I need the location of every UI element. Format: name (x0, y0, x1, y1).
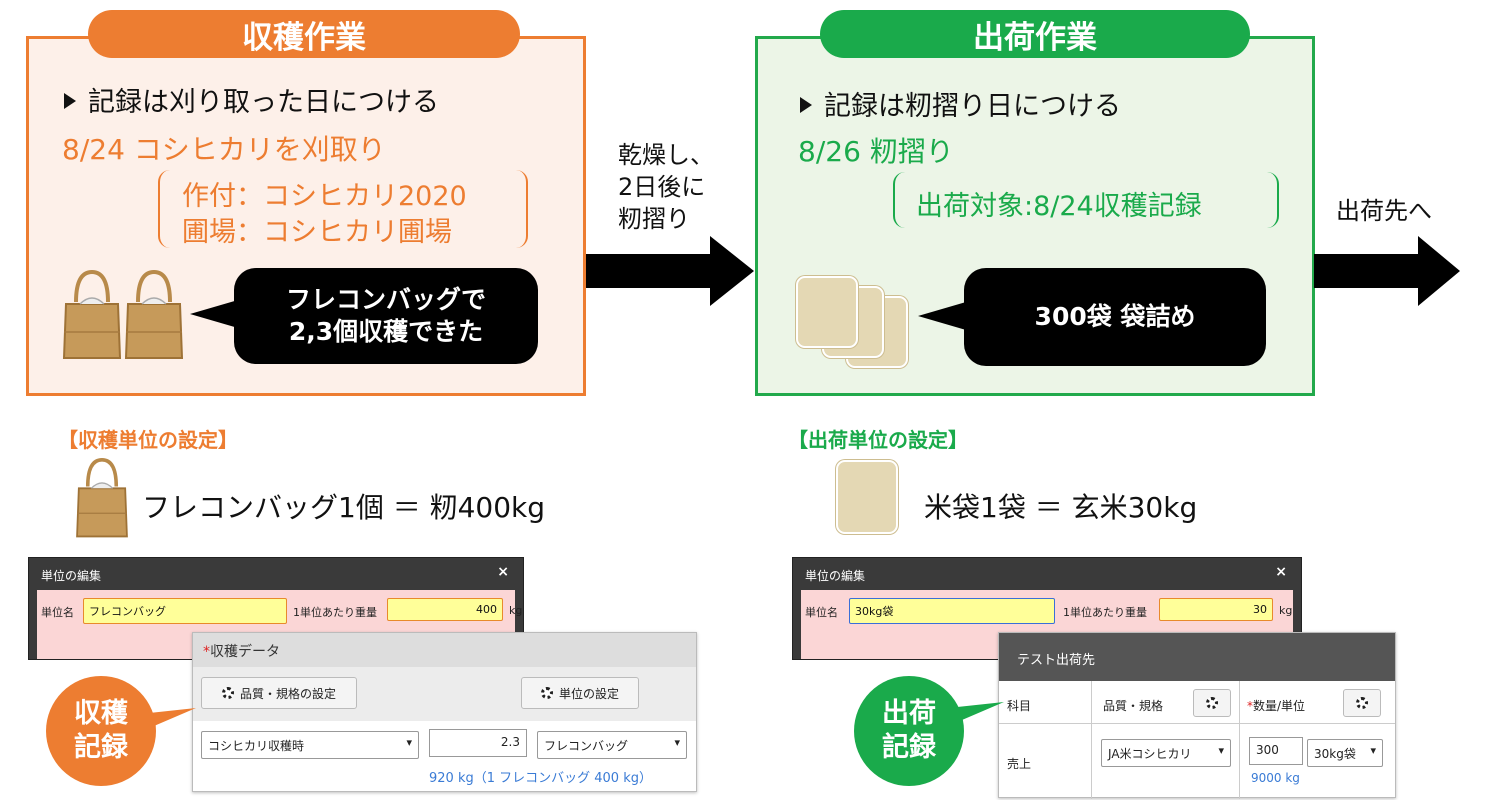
ship-destination: 出荷先へ (1336, 197, 1432, 225)
process-note-line-1: 乾燥し、 (618, 141, 714, 169)
ship-detail-target: 出荷対象:8/24収穫記録 (916, 191, 1202, 222)
ship-unit-section-title: 【出荷単位の設定】 (788, 428, 968, 452)
chevron-down-icon: ▾ (1218, 744, 1224, 757)
badge-line-2: 記録 (882, 732, 936, 763)
unit-weight-unit: kg (1279, 604, 1293, 617)
ship-bullet-text: 記録は籾摺り日につける (824, 91, 1121, 122)
ship-detail-bracket (893, 172, 1279, 228)
close-icon[interactable]: × (1275, 564, 1287, 580)
harvest-record-card: *収穫データ 品質・規格の設定 単位の設定 コシヒカリ収穫時 ▾ 2.3 フレコン… (192, 632, 697, 792)
harvest-speech-line-2: 2,3個収穫できた (288, 317, 484, 346)
quality-settings-button[interactable]: 品質・規格の設定 (201, 677, 357, 709)
column-quantity: *数量/単位 (1247, 697, 1305, 714)
ship-bullet: 記録は籾摺り日につける (800, 84, 1121, 123)
flexible-bag-icon (76, 458, 128, 538)
gear-icon (1356, 697, 1368, 709)
badge-line-1: 収穫 (74, 698, 128, 730)
ship-speech-bubble: 300袋 袋詰め (964, 268, 1266, 366)
ship-weight-note: 9000 kg (1251, 771, 1300, 785)
row-divider (999, 723, 1395, 724)
rice-bag-icon (836, 460, 898, 534)
crop-select-value: コシヒカリ収穫時 (208, 739, 305, 753)
ship-quantity-input[interactable]: 300 (1249, 737, 1303, 765)
harvest-bullet: 記録は刈り取った日につける (64, 80, 439, 119)
ship-unit-equation: 米袋1袋 ＝ 玄米30kg (924, 491, 1198, 524)
harvest-quantity-input[interactable]: 2.3 (429, 729, 527, 757)
column-quantity-label: 数量/単位 (1253, 699, 1306, 713)
required-asterisk: * (1247, 699, 1253, 713)
ship-date-line: 8/26 籾摺り (798, 135, 954, 168)
crop-select[interactable]: コシヒカリ収穫時 ▾ (201, 731, 419, 759)
column-subject: 科目 (1007, 699, 1032, 713)
right-arrow-icon (586, 236, 754, 306)
chevron-down-icon: ▾ (674, 736, 680, 749)
harvest-speech-bubble: フレコンバッグで 2,3個収穫できた (234, 268, 538, 364)
harvest-speech-line-1: フレコンバッグで (285, 284, 486, 314)
gear-icon (540, 687, 553, 699)
row-subject-value: 売上 (1007, 757, 1032, 771)
harvest-detail-crop: 作付：コシヒカリ2020 (182, 181, 467, 212)
dialog-title: 単位の編集 (41, 569, 102, 583)
dialog-title: 単位の編集 (805, 569, 866, 583)
harvest-record-title: 収穫データ (210, 644, 280, 660)
unit-settings-button[interactable]: 単位の設定 (521, 677, 639, 709)
required-asterisk: * (203, 644, 210, 660)
rice-bag-icon (796, 276, 858, 348)
unit-name-input[interactable]: 30kg袋 (849, 598, 1055, 624)
close-icon[interactable]: × (497, 564, 509, 580)
harvest-date-line: 8/24 コシヒカリを刈取り (62, 133, 386, 166)
process-note: 乾燥し、 2日後に 籾摺り (618, 140, 714, 236)
col-divider (1239, 681, 1240, 799)
unit-weight-unit: kg (509, 604, 523, 617)
unit-weight-input[interactable]: 30 (1159, 598, 1273, 621)
flexible-bag-icon (124, 270, 184, 359)
flexible-bag-icon (62, 270, 122, 359)
right-arrow-icon (1314, 236, 1460, 306)
unit-name-label: 単位名 (41, 606, 74, 619)
quality-settings-button[interactable] (1193, 689, 1231, 717)
unit-settings-button[interactable] (1343, 689, 1381, 717)
chevron-down-icon: ▾ (1370, 744, 1376, 757)
ship-record-badge: 出荷 記録 (854, 676, 964, 786)
ship-title: 出荷作業 (820, 10, 1250, 58)
harvest-speech-tail (190, 300, 238, 328)
unit-settings-label: 単位の設定 (558, 686, 619, 701)
ship-record-card: テスト出荷先 科目 品質・規格 *数量/単位 売上 JA米コシヒカリ▾ 300 … (998, 632, 1396, 799)
harvest-bullet-text: 記録は刈り取った日につける (88, 87, 439, 118)
unit-weight-label: 1単位あたり重量 (1063, 606, 1147, 619)
ship-speech-tail (918, 302, 966, 330)
harvest-unit-equation: フレコンバッグ1個 ＝ 籾400kg (142, 491, 546, 524)
ship-unit-select[interactable]: 30kg袋 ▾ (1307, 739, 1383, 767)
quality-settings-label: 品質・規格の設定 (239, 686, 336, 701)
gear-icon (221, 687, 234, 699)
chevron-down-icon: ▾ (406, 736, 412, 749)
col-divider (1091, 681, 1092, 799)
unit-weight-label: 1単位あたり重量 (293, 606, 377, 619)
harvest-title: 収穫作業 (88, 10, 520, 58)
badge-line-1: 出荷 (882, 698, 936, 730)
process-note-line-3: 籾摺り (618, 204, 690, 233)
triangle-bullet-icon (800, 97, 812, 113)
unit-weight-input[interactable]: 400 (387, 598, 503, 621)
process-note-line-2: 2日後に (618, 172, 706, 201)
badge-line-2: 記録 (74, 732, 128, 763)
ship-destination-header: テスト出荷先 (999, 633, 1395, 681)
harvest-record-header: *収穫データ (193, 633, 696, 667)
quality-select-value: JA米コシヒカリ (1108, 747, 1192, 761)
harvest-detail-field: 圃場：コシヒカリ圃場 (182, 217, 452, 248)
harvest-weight-note: 920 kg（1 フレコンバッグ 400 kg） (429, 771, 652, 786)
column-quality: 品質・規格 (1103, 699, 1164, 713)
harvest-detail-bracket (158, 170, 528, 248)
unit-name-label: 単位名 (805, 606, 838, 619)
harvest-unit-section-title: 【収穫単位の設定】 (58, 428, 238, 452)
unit-name-input[interactable]: フレコンバッグ (83, 598, 287, 624)
harvest-unit-select-value: フレコンバッグ (544, 739, 629, 753)
quality-select[interactable]: JA米コシヒカリ ▾ (1101, 739, 1231, 767)
harvest-record-badge: 収穫 記録 (46, 676, 156, 786)
gear-icon (1206, 697, 1218, 709)
harvest-unit-select[interactable]: フレコンバッグ ▾ (537, 731, 687, 759)
ship-unit-select-value: 30kg袋 (1314, 747, 1356, 761)
triangle-bullet-icon (64, 93, 76, 109)
